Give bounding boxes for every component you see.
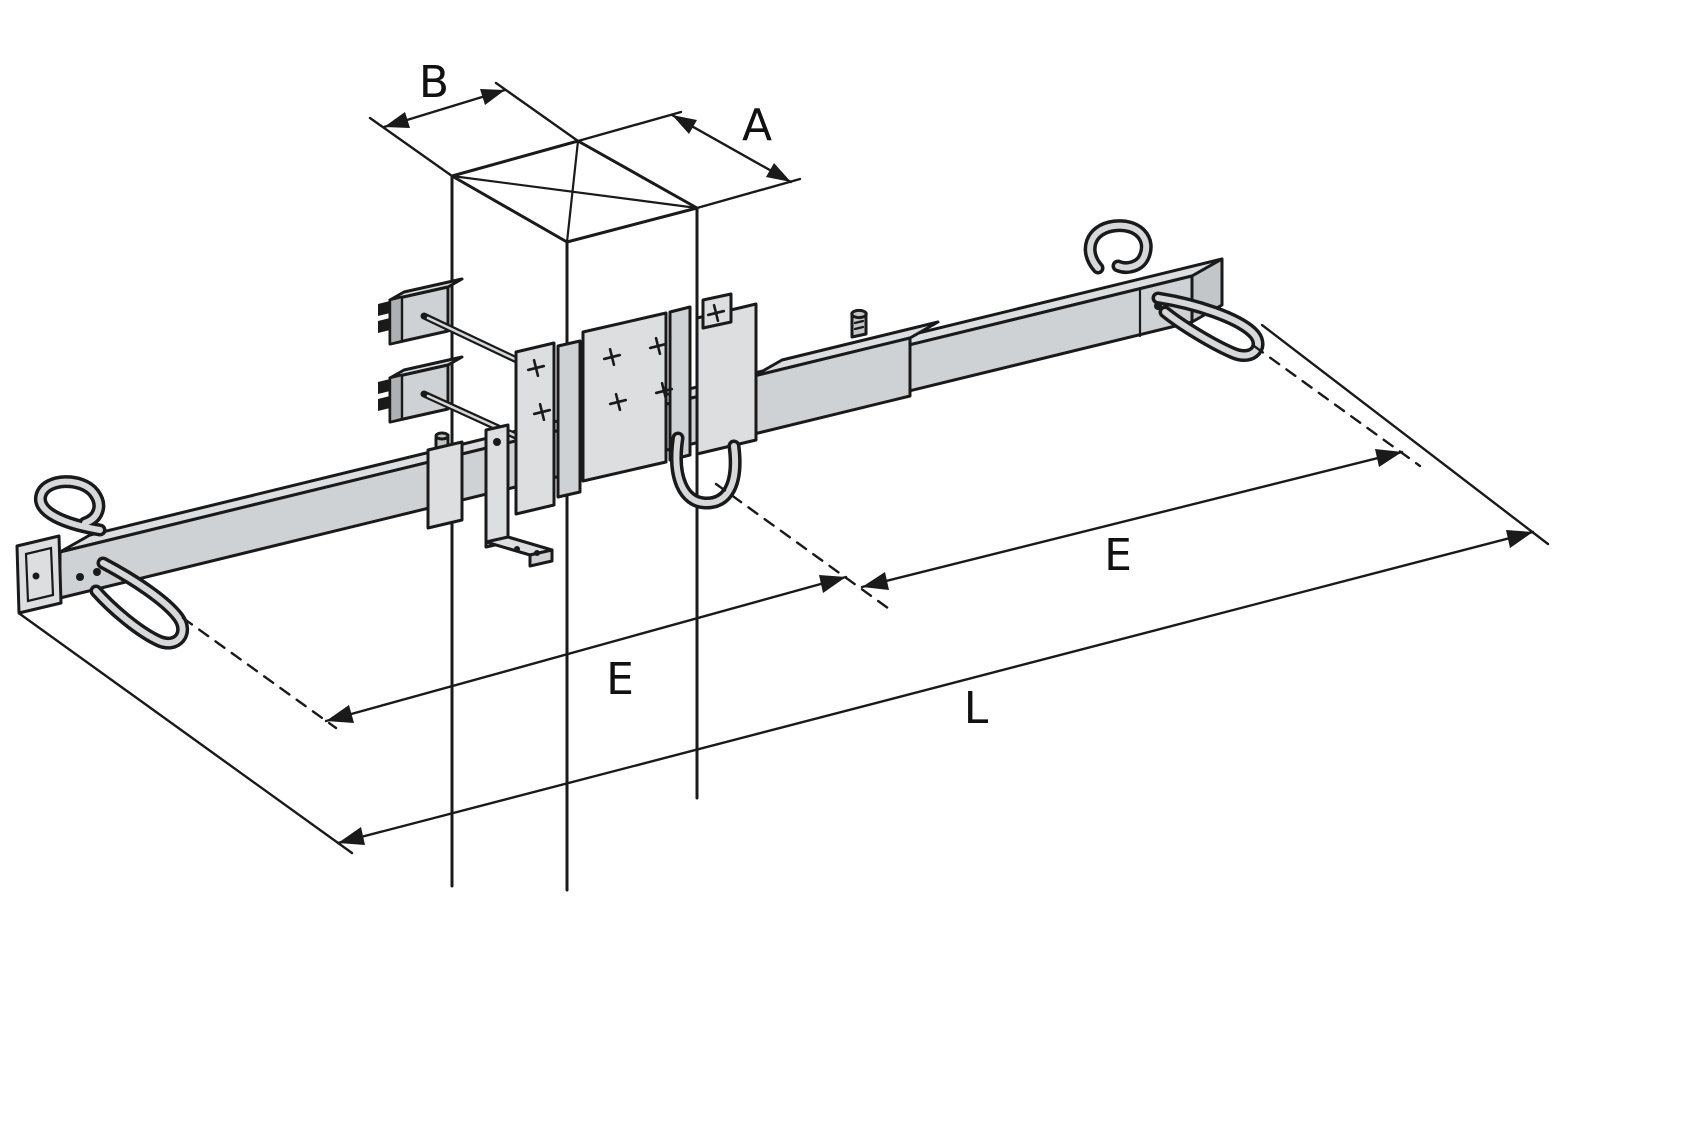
- dim-e-left-line: [324, 575, 848, 723]
- left-end-hole: [32, 572, 40, 580]
- screw-cross-3: [602, 347, 622, 367]
- screw-cross-1: [526, 358, 546, 378]
- block2-bolt-head-2: [378, 396, 390, 411]
- dim-l-arrow-left: [338, 827, 365, 845]
- clamp-tab: [701, 292, 733, 330]
- dim-e-left-arrow-left: [326, 705, 354, 723]
- block1-end-plate: [388, 295, 404, 346]
- left-front-hook-fill: [93, 560, 186, 646]
- screw-cross-6: [654, 381, 674, 401]
- block2-bolt-head-1: [378, 379, 390, 394]
- strap-hole: [493, 438, 501, 446]
- screw-cross-4: [648, 336, 668, 356]
- beam-left-end-inner: [24, 546, 55, 603]
- clamp-plate-main: [581, 311, 668, 483]
- dim-l-label: L: [964, 683, 989, 734]
- dimension-e-right: E: [860, 344, 1422, 590]
- dimension-e-left: E: [181, 482, 894, 730]
- dim-b-arrow-left: [384, 112, 410, 128]
- dim-a-arrow-bottom: [766, 163, 791, 182]
- clamp-plate-1: [514, 341, 556, 516]
- dim-e-center-projection: [714, 482, 894, 613]
- sleeve-set-bolt: [850, 308, 868, 339]
- block1-bolt-head-1: [378, 301, 390, 316]
- dim-b-label: B: [419, 57, 449, 108]
- hanger-strap: [484, 423, 554, 568]
- dim-a-arrow-top: [672, 115, 697, 134]
- dim-a-extension-left: [576, 110, 683, 143]
- central-clamp-plates: [514, 292, 758, 516]
- left-front-bolt-hole-1: [76, 573, 84, 581]
- dimension-a: A: [576, 100, 802, 210]
- block2-end-plate: [388, 373, 404, 424]
- dim-b-extension-right: [494, 81, 580, 143]
- clamp-plate-3: [668, 305, 692, 462]
- screw-cross-5: [608, 392, 628, 412]
- dim-l-extension-left: [18, 612, 354, 855]
- right-end-hooks: [1083, 219, 1265, 362]
- set-bolt-thread-1: [853, 319, 865, 325]
- clamp-plate-2: [556, 339, 582, 499]
- dim-l-arrow-right: [1506, 530, 1533, 548]
- dim-e-right-arrow-left: [862, 572, 889, 590]
- strap-foot-hole-1: [514, 546, 520, 552]
- left-end-hooks: [34, 475, 190, 650]
- center-u-hook: [669, 431, 742, 510]
- clamp-blocks: [378, 277, 546, 452]
- center-u-hook-fill: [673, 435, 739, 506]
- dim-e-right-arrow-right: [1375, 449, 1402, 467]
- dim-e-left-label: E: [606, 654, 634, 705]
- band-plate: [426, 440, 464, 530]
- dim-l-line: [336, 530, 1535, 845]
- screw-cross-2: [532, 402, 552, 422]
- block1-bolt-head-2: [378, 318, 390, 333]
- strap-foot-hole-2: [534, 550, 540, 556]
- screw-cross-7: [706, 303, 726, 323]
- dim-l-extension-right: [1260, 323, 1550, 546]
- dim-e-right-label: E: [1104, 530, 1132, 581]
- left-band-clamp: [426, 431, 464, 530]
- dim-e-right-projection: [1252, 344, 1422, 468]
- dim-a-label: A: [742, 100, 772, 151]
- dim-e-right-line: [860, 450, 1404, 589]
- right-top-eye-hook-fill: [1087, 222, 1150, 271]
- set-bolt-cap: [850, 308, 868, 320]
- dim-a-extension-right: [695, 177, 802, 210]
- right-front-hook-fill: [1155, 295, 1261, 359]
- band-bolt-cap: [434, 431, 450, 441]
- dim-e-left-projection-left: [181, 616, 338, 730]
- dimension-b: B: [368, 57, 580, 178]
- telescopic-sleeve: [752, 308, 940, 436]
- dimension-l: L: [18, 323, 1550, 855]
- post-top-diagonal-2: [450, 174, 699, 210]
- clamp-plate-right: [695, 302, 758, 456]
- dim-b-extension-left: [368, 116, 454, 178]
- set-bolt-thread-2: [853, 325, 865, 331]
- left-top-eye-hook-fill: [37, 478, 103, 533]
- dim-e-left-arrow-right: [819, 575, 846, 593]
- dim-b-arrow-right: [480, 89, 505, 105]
- left-front-bolt-hole-2: [93, 568, 101, 576]
